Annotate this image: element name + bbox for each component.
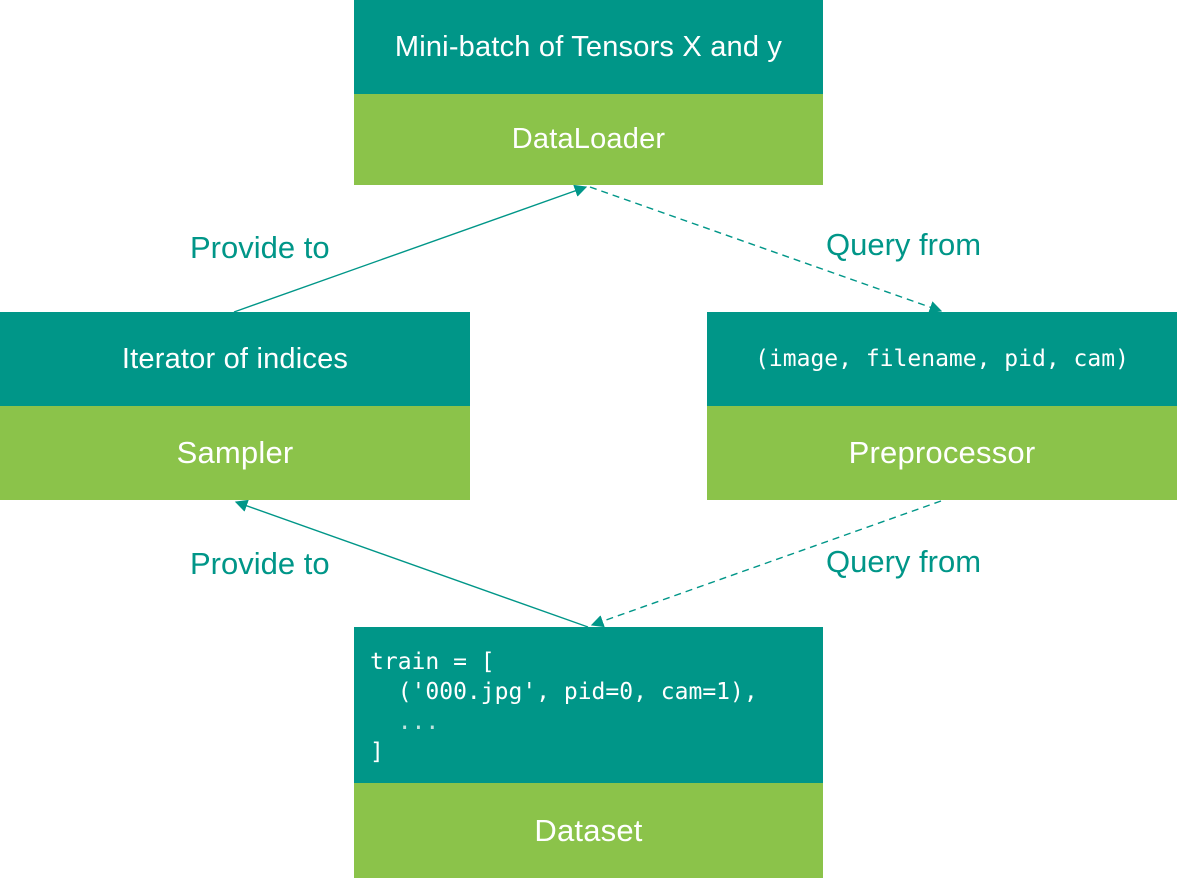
dataloader-output: Mini-batch of Tensors X and y: [354, 0, 823, 94]
edge-label-query-from-dataset: Query from: [826, 544, 982, 579]
sampler-output: Iterator of indices: [0, 312, 470, 406]
edge-dataset-to-sampler: [234, 499, 589, 628]
sampler-node: Iterator of indices Sampler: [0, 312, 470, 500]
edge-dataloader-to-preprocessor: [589, 186, 943, 314]
preprocessor-node: (image, filename, pid, cam) Preprocessor: [707, 312, 1177, 500]
dataset-code-line: train = [: [370, 649, 495, 675]
dataset-code-line: ('000.jpg', pid=0, cam=1),: [370, 679, 758, 705]
edge-label-query-from-preprocessor: Query from: [826, 227, 982, 262]
dataset-label: Dataset: [354, 783, 823, 878]
edge-preprocessor-to-dataset: [590, 500, 942, 628]
dataset-code: train = [ ('000.jpg', pid=0, cam=1), ...…: [354, 627, 823, 783]
preprocessor-output: (image, filename, pid, cam): [707, 312, 1177, 406]
preprocessor-label: Preprocessor: [707, 406, 1177, 500]
dataloader-node: Mini-batch of Tensors X and y DataLoader: [354, 0, 823, 185]
sampler-label: Sampler: [0, 406, 470, 500]
dataloader-label: DataLoader: [354, 94, 823, 185]
edge-label-provide-to-dataloader: Provide to: [190, 230, 330, 265]
dataset-code-line: ...: [370, 709, 440, 735]
edge-sampler-to-dataloader: [233, 184, 588, 313]
edge-label-provide-to-sampler: Provide to: [190, 546, 330, 581]
dataset-node: train = [ ('000.jpg', pid=0, cam=1), ...…: [354, 627, 823, 878]
dataset-code-line: ]: [370, 739, 384, 765]
